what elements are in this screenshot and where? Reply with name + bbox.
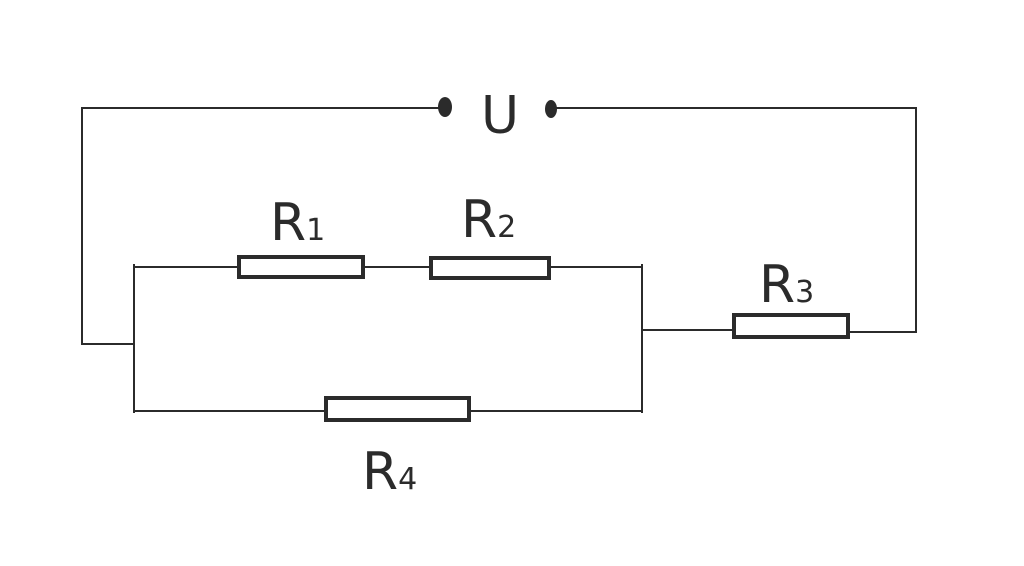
- label-r3: R3: [759, 255, 814, 315]
- wires: [81, 107, 917, 413]
- resistor-r3: [732, 313, 850, 339]
- wire-top-left: [81, 107, 444, 345]
- terminal-right: [545, 100, 557, 118]
- resistor-r1: [237, 255, 365, 279]
- label-r2: R2: [461, 190, 516, 250]
- wire-top-right: [551, 107, 917, 333]
- terminal-left: [438, 97, 452, 117]
- resistor-r4: [324, 396, 471, 422]
- voltage-source: U: [438, 86, 557, 146]
- label-r4: R4: [362, 442, 417, 502]
- resistor-r2: [429, 256, 551, 280]
- source-label: U: [481, 86, 519, 146]
- label-r1: R1: [270, 193, 325, 253]
